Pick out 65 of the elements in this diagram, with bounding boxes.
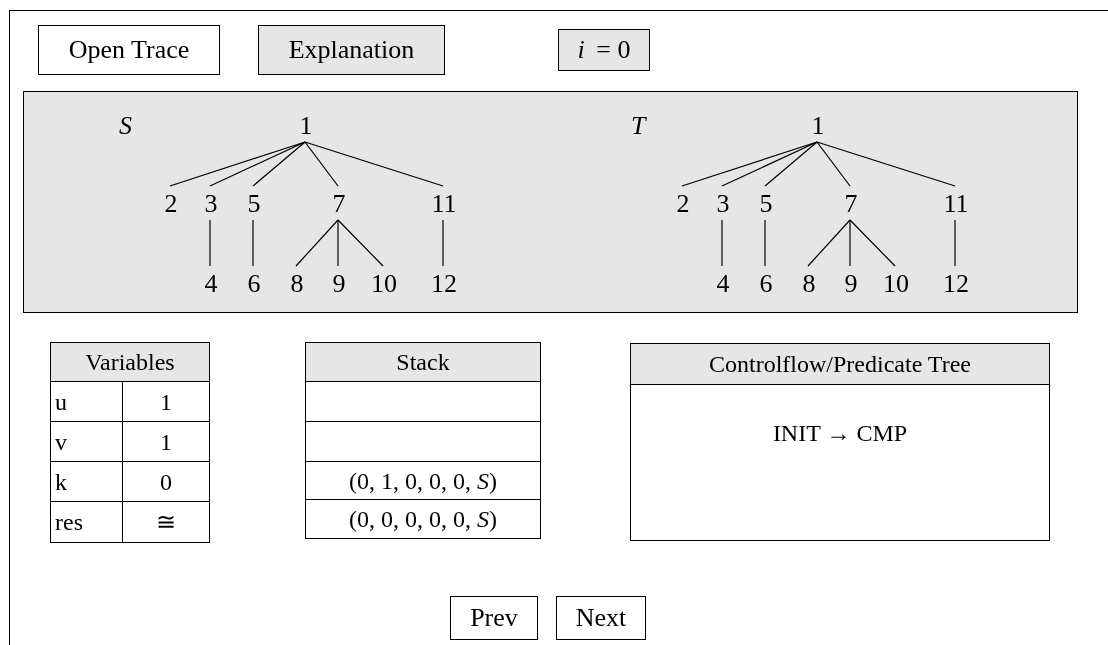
tree-node-label: 8 xyxy=(787,269,831,299)
panel-header: Controlflow/Predicate Tree xyxy=(631,344,1049,385)
nav-button: Open Trace xyxy=(38,25,220,75)
tree-node-label: 9 xyxy=(829,269,873,299)
table-cell: res xyxy=(51,502,123,542)
tree-branch xyxy=(252,141,306,187)
tree-branch xyxy=(209,219,211,267)
toggle-button: Explanation xyxy=(258,25,445,75)
tree-branch xyxy=(721,219,723,267)
controlflow-panel xyxy=(630,343,1050,541)
tree-branch xyxy=(764,219,766,267)
tree-node-label: 10 xyxy=(362,269,406,299)
tree-node-label: 12 xyxy=(934,269,978,299)
tree-node-label: 12 xyxy=(422,269,466,299)
tree-branch xyxy=(807,219,851,267)
tree-branch xyxy=(169,141,306,187)
tree-node-label: 6 xyxy=(232,269,276,299)
tree-node-label: 4 xyxy=(701,269,745,299)
tree-node-label: 5 xyxy=(232,189,276,219)
tree-node-label: 1 xyxy=(284,111,328,141)
tree-branch xyxy=(681,141,818,187)
tree-branch xyxy=(304,141,444,187)
tree-node-label: 9 xyxy=(317,269,361,299)
table-header: Variables xyxy=(51,343,209,382)
tree-label: T xyxy=(631,113,646,139)
tree-node-label: 6 xyxy=(744,269,788,299)
tree-node-label: 7 xyxy=(317,189,361,219)
tree-branch xyxy=(849,219,851,267)
tree-branch xyxy=(721,141,818,187)
tree-branch xyxy=(954,219,956,267)
table-cell: (0, 1, 0, 0, 0, S) xyxy=(306,462,540,500)
tree-branch xyxy=(209,141,306,187)
table-header: Stack xyxy=(306,343,540,382)
tree-label: S xyxy=(119,113,132,139)
tree-panel xyxy=(23,91,1078,313)
tree-branch xyxy=(816,141,851,187)
table-cell-text: ≅ xyxy=(155,508,177,537)
tree-node-label: 4 xyxy=(189,269,233,299)
tree-node-label: 10 xyxy=(874,269,918,299)
table-cell-text: (0, 0, 0, 0, 0, S) xyxy=(348,505,498,534)
table-cell: v xyxy=(51,422,123,462)
tree-branch xyxy=(849,219,896,267)
tree-node-label: 11 xyxy=(934,189,978,219)
nav-button: Next xyxy=(556,596,646,640)
tree-node-label: 5 xyxy=(744,189,788,219)
tree-branch xyxy=(816,141,956,187)
table-cell: 1 xyxy=(123,382,209,422)
tree-node-label: 11 xyxy=(422,189,466,219)
flow-text: INIT → CMP xyxy=(772,421,908,445)
table-cell: u xyxy=(51,382,123,422)
table-cell: k xyxy=(51,462,123,502)
tree-branch xyxy=(337,219,384,267)
tree-node-label: 7 xyxy=(829,189,873,219)
nav-button: Prev xyxy=(450,596,538,640)
tree-branch xyxy=(304,141,339,187)
tree-branch xyxy=(764,141,818,187)
tree-branch xyxy=(442,219,444,267)
table-cell: 1 xyxy=(123,422,209,462)
tree-branch xyxy=(252,219,254,267)
table-cell: 0 xyxy=(123,462,209,502)
tree-branch xyxy=(337,219,339,267)
toggle-button: i = 0 xyxy=(558,29,650,71)
tree-node-label: 8 xyxy=(275,269,319,299)
tree-branch xyxy=(295,219,339,267)
tree-node-label: 1 xyxy=(796,111,840,141)
